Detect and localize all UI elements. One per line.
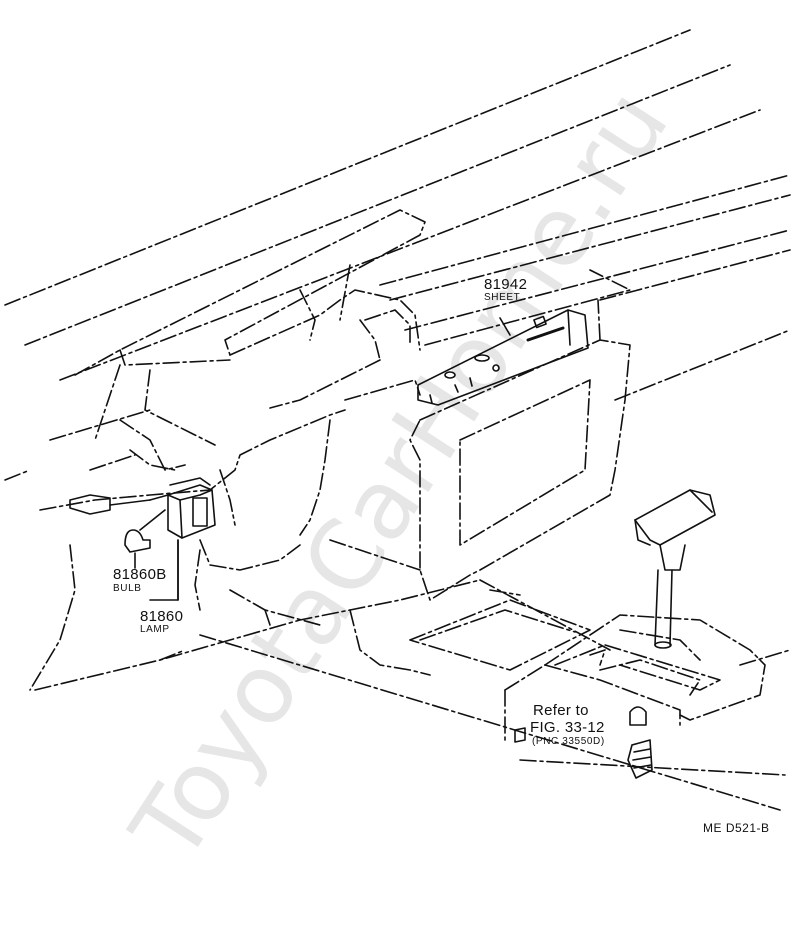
- reference-text-line2: FIG. 33-12: [530, 719, 605, 736]
- part-name-lamp: LAMP: [140, 624, 170, 635]
- part-number-sheet: 81942: [484, 276, 528, 293]
- dashboard-top-panel: [74, 209, 631, 471]
- windshield-phantom-lines: [4, 29, 791, 666]
- reference-bulb: [514, 706, 653, 779]
- part-name-bulb: BULB: [113, 583, 142, 594]
- part-number-lamp: 81860: [140, 608, 184, 625]
- shift-lever: [634, 489, 716, 649]
- reference-text-line3: (PNC 33550D): [532, 736, 605, 747]
- part-number-bulb: 81860B: [113, 566, 167, 583]
- sheet-81942: [417, 309, 589, 406]
- lamp-socket-connector: [69, 494, 169, 515]
- reference-text-line1: Refer to: [533, 702, 589, 719]
- part-name-sheet: SHEET: [484, 292, 521, 303]
- floor-console: [199, 579, 786, 811]
- dashboard-lower-face: [4, 409, 481, 691]
- lamp-81860: [139, 477, 216, 539]
- bulb-81860b: [124, 529, 151, 569]
- center-console: [329, 299, 631, 676]
- diagram-code: ME D521-B: [703, 821, 770, 835]
- lamp-leader-lines: [149, 539, 179, 601]
